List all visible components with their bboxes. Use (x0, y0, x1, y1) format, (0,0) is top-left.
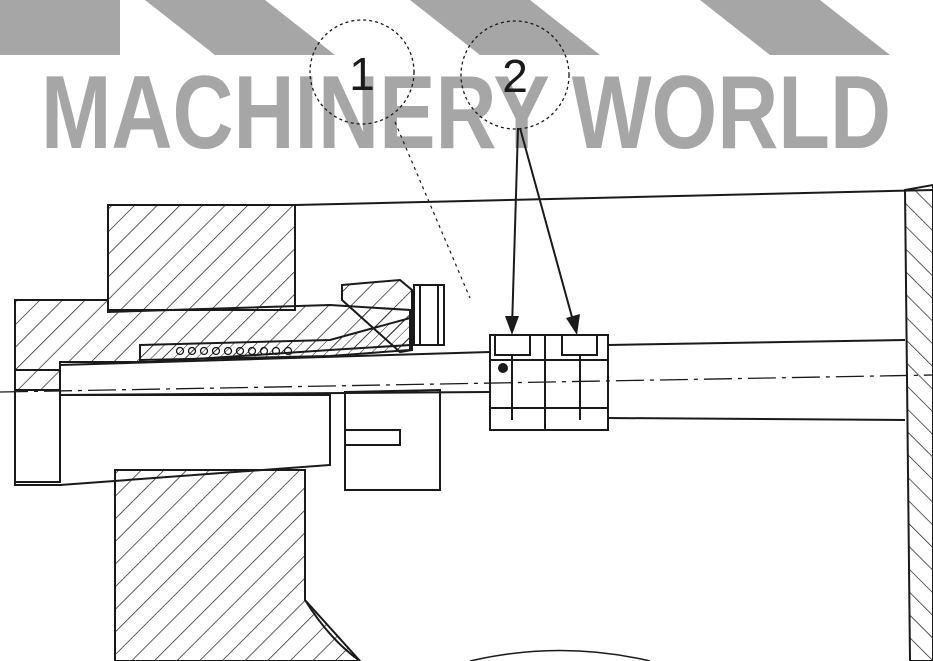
lower-clamp (344, 388, 441, 491)
upper-housing (107, 204, 296, 311)
watermark-text: MACHINERY WORLD (41, 55, 891, 171)
callout-2-label: 2 (502, 50, 528, 102)
cap-screw (413, 284, 445, 346)
watermark-block-right (700, 0, 890, 55)
collar-screw-1 (494, 334, 531, 356)
collar-screw-2 (561, 334, 598, 356)
lower-curve (304, 599, 361, 661)
callout-1: 1 (309, 19, 471, 299)
shaft-top-right (607, 339, 906, 346)
clamp-cap (341, 278, 413, 354)
callout-2-arrow-b (566, 314, 580, 335)
callout-2: 2 (460, 20, 580, 335)
callout-2-leader-b (519, 127, 576, 329)
callout-1-circle (309, 19, 415, 125)
frame-top-line (294, 189, 933, 206)
callout-2-arrow-a (505, 316, 519, 335)
right-wall (903, 183, 933, 661)
watermark: MACHINERY WORLD (0, 0, 891, 171)
collar-pin (498, 363, 508, 373)
base-curve (469, 649, 651, 661)
callout-2-circle (460, 20, 570, 130)
centerline (0, 374, 933, 393)
callout-1-label: 1 (349, 48, 375, 100)
watermark-block-mid-2 (410, 0, 600, 55)
clamp-slot (345, 429, 401, 446)
callout-2-leader-a (511, 127, 519, 329)
left-end-nut (14, 369, 61, 483)
shaft-collar (489, 334, 609, 431)
thread-balls (175, 346, 293, 356)
assembly-section (0, 183, 933, 661)
lower-housing (114, 469, 362, 661)
shaft-top-edge (59, 351, 491, 366)
watermark-block-mid-1 (145, 0, 335, 55)
shaft-bottom-right (607, 417, 906, 421)
watermark-block-left (0, 0, 120, 55)
